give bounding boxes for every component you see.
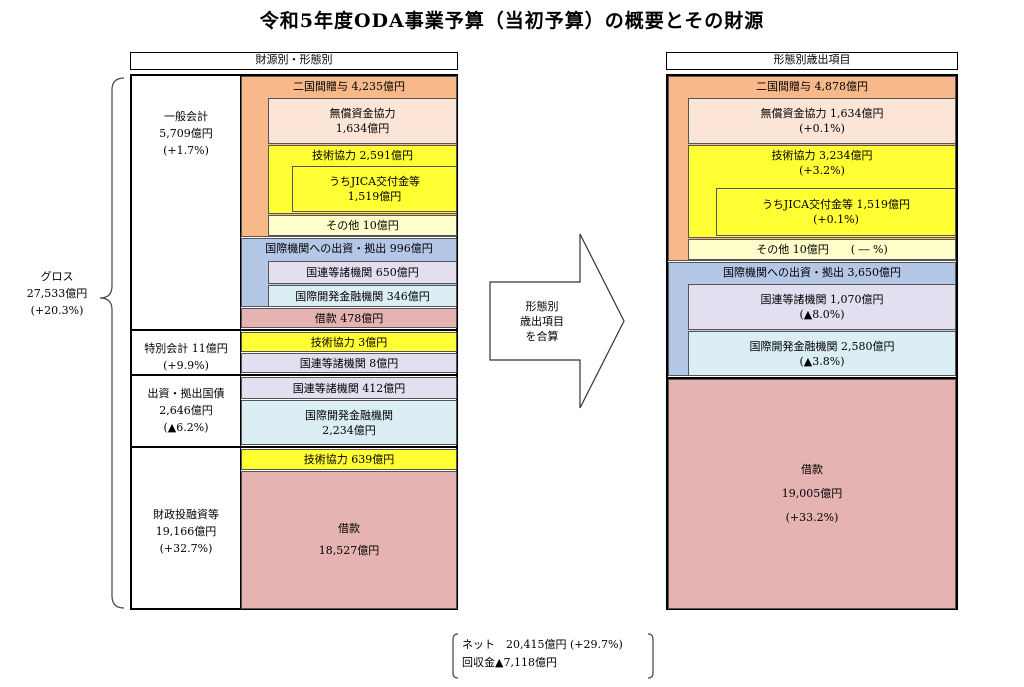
right-mdb: 国際開発金融機関 2,580億円(▲3.8%)	[688, 331, 956, 376]
gross-label: グロス 27,533億円 (+20.3%)	[26, 270, 88, 317]
right-jica: うちJICA交付金等 1,519億円(+0.1%)	[716, 188, 956, 236]
left-mdb: 国際開発金融機関 346億円	[268, 285, 457, 307]
left-loan-general: 借款 478億円	[241, 308, 457, 328]
net-summary: ネット 20,415億円 (+29.7%) 回収金▲7,118億円	[462, 638, 623, 669]
left-header: 財源別・形態別	[130, 52, 458, 70]
left-un-orgs: 国連等諸機関 650億円	[268, 261, 457, 284]
separator	[130, 374, 458, 376]
left-other: その他 10億円	[268, 215, 457, 236]
right-other: その他 10億円( ― %)	[688, 239, 956, 260]
separator	[130, 329, 458, 331]
arrow-label: 形態別 歳出項目 を合算	[520, 300, 564, 343]
separator	[130, 446, 458, 448]
separator	[666, 377, 958, 379]
special-account-label: 特別会計 11億円 (+9.9%)	[144, 342, 228, 372]
left-fiscal-tech: 技術協力 639億円	[241, 449, 457, 470]
left-bonds-un: 国連等諸機関 412億円	[241, 377, 457, 399]
gross-brace-icon	[99, 77, 125, 609]
page-title: 令和5年度ODA事業予算（当初予算）の概要とその財源	[259, 10, 765, 32]
right-un-orgs: 国連等諸機関 1,070億円(▲8.0%)	[688, 284, 956, 330]
right-grant-aid: 無償資金協力 1,634億円(+0.1%)	[688, 98, 956, 144]
bonds-label: 出資・拠出国債 2,646億円 (▲6.2%)	[147, 387, 225, 434]
left-special-un: 国連等諸機関 8億円	[241, 353, 457, 373]
fiscal-label: 財政投融資等 19,166億円 (+32.7%)	[153, 508, 219, 555]
arrow-icon	[489, 233, 625, 409]
net-bracket-icon	[452, 633, 654, 679]
left-special-tech: 技術協力 3億円	[241, 332, 457, 352]
left-divider	[240, 75, 241, 609]
right-header: 形態別歳出項目	[666, 52, 958, 70]
general-account-label: 一般会計 5,709億円 (+1.7%)	[159, 110, 213, 157]
